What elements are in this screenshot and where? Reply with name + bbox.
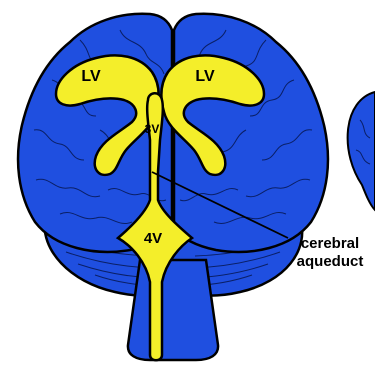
label-3v: 3V: [145, 122, 160, 136]
brainstem: [128, 260, 218, 360]
label-lv-right: LV: [195, 68, 215, 85]
second-brain-partial: [348, 92, 375, 210]
label-4v: 4V: [144, 230, 162, 247]
label-aqueduct-line1: cerebral: [301, 235, 359, 252]
label-lv-left: LV: [81, 68, 101, 85]
label-aqueduct-line2: aqueduct: [297, 253, 364, 270]
